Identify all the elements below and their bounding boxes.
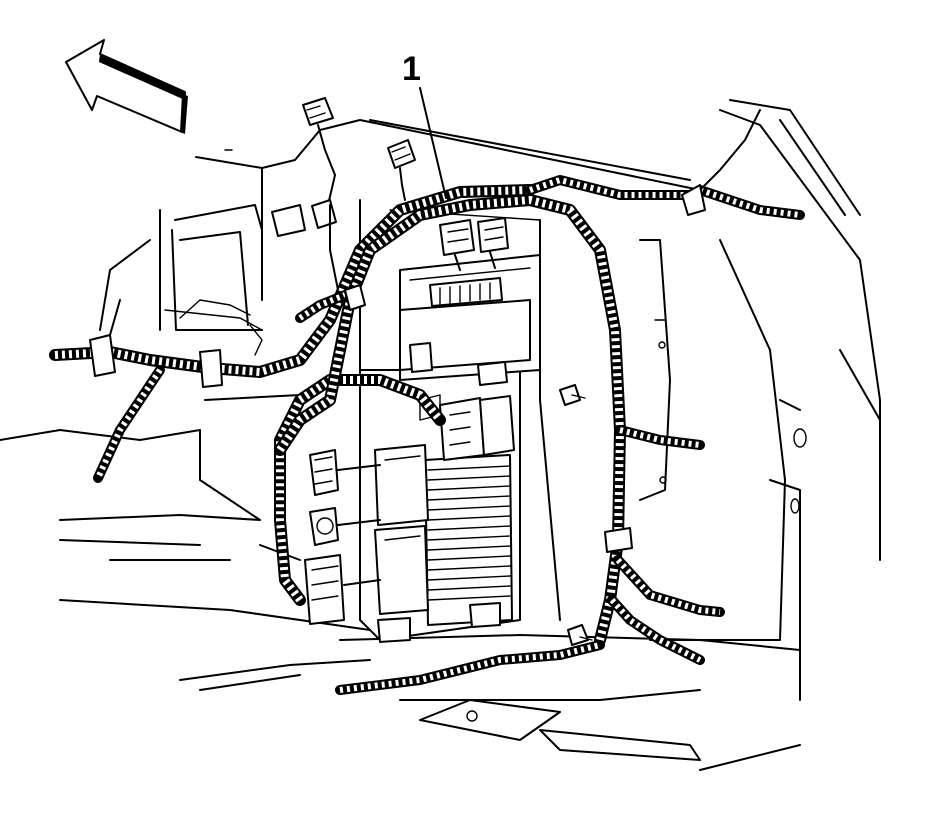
callout-leader bbox=[419, 87, 447, 199]
upper-connector-left bbox=[302, 97, 336, 206]
direction-arrow bbox=[65, 39, 188, 134]
upper-connector-center bbox=[387, 139, 416, 201]
control-module bbox=[359, 254, 541, 643]
left-harness-branch bbox=[49, 184, 536, 483]
main-harness bbox=[274, 109, 805, 695]
bolt-icon bbox=[567, 624, 593, 646]
bolt-icon bbox=[559, 384, 586, 406]
heatsink-fins bbox=[427, 465, 511, 601]
left-wall-connector bbox=[271, 199, 341, 301]
callout-number: 1 bbox=[402, 50, 421, 88]
